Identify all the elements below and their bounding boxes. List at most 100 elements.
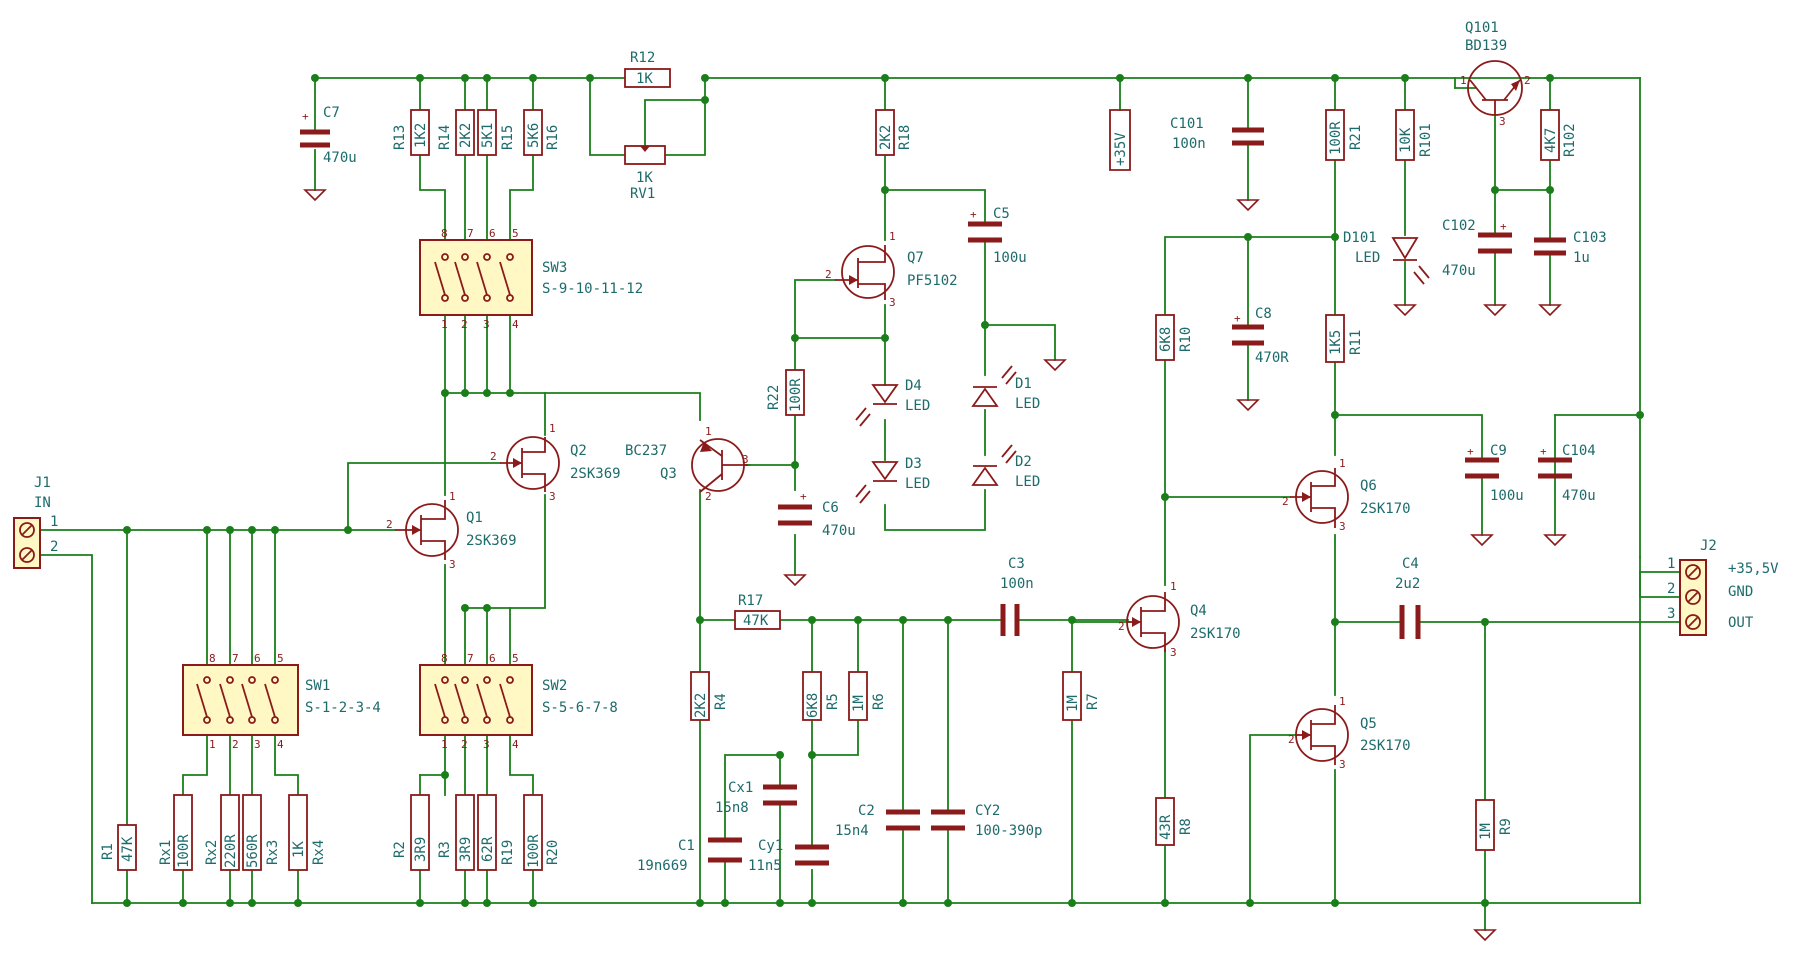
cap-c1 [708, 837, 742, 863]
label-r18: R18 [897, 125, 913, 150]
label-c8: C8 [1255, 306, 1272, 322]
labels: C7 470u R13 1K2 R14 2K2 R15 5K1 R16 5K6 … [34, 20, 1779, 874]
svg-text:8: 8 [441, 227, 448, 240]
wires [39, 77, 1681, 931]
svg-text:1: 1 [441, 318, 448, 331]
value-c1: 19n669 [637, 858, 688, 874]
jfet-q2 [500, 436, 560, 492]
svg-text:3: 3 [1499, 115, 1506, 128]
value-cx1: 15n8 [715, 800, 749, 816]
label-c3: C3 [1008, 556, 1025, 572]
label-r4: R4 [713, 693, 729, 710]
svg-text:+: + [800, 490, 807, 503]
jfet-q6 [1290, 468, 1349, 528]
power-label-box [1109, 109, 1131, 171]
svg-text:3: 3 [449, 558, 456, 571]
value-r12: 1K [636, 71, 653, 87]
label-sw3: SW3 [542, 260, 567, 276]
svg-text:3: 3 [483, 738, 490, 751]
value-c5: 100u [993, 250, 1027, 266]
label-bc237: BC237 [625, 443, 667, 459]
value-j1: IN [34, 495, 51, 511]
svg-text:2: 2 [825, 268, 832, 281]
jfet-q5 [1295, 705, 1349, 765]
value-d2: LED [1015, 474, 1040, 490]
value-sw1: S-1-2-3-4 [305, 700, 381, 716]
value-rx2: 220R [223, 834, 239, 868]
cap-c102 [1478, 232, 1512, 254]
resistor-rx2 [220, 794, 240, 871]
value-r14: 2K2 [458, 123, 474, 148]
label-j2-pin1: +35,5V [1728, 561, 1779, 577]
cap-c3 [1000, 604, 1020, 636]
value-c101: 100n [1172, 136, 1206, 152]
label-d101: D101 [1343, 230, 1377, 246]
resistor-r6 [848, 671, 868, 721]
label-cx1: Cx1 [728, 780, 753, 796]
value-c2: 15n4 [835, 823, 869, 839]
jfet-q7 [835, 245, 895, 300]
label-cy2: CY2 [975, 803, 1000, 819]
value-q7: PF5102 [907, 273, 958, 289]
svg-text:+: + [1500, 220, 1507, 233]
svg-text:3: 3 [1170, 646, 1177, 659]
label-q3: Q3 [660, 466, 677, 482]
value-r17: 47K [743, 613, 769, 629]
grounds [303, 189, 1567, 942]
label-d3: D3 [905, 456, 922, 472]
svg-text:1: 1 [1460, 74, 1467, 87]
resistor-r11 [1325, 314, 1345, 363]
resistor-r20 [523, 794, 543, 871]
svg-text:2: 2 [490, 450, 497, 463]
resistor-r7 [1062, 671, 1082, 721]
svg-text:3: 3 [1667, 606, 1675, 622]
label-r19: R19 [500, 840, 516, 865]
label-r17: R17 [738, 593, 763, 609]
svg-text:2: 2 [461, 738, 468, 751]
label-rx1: Rx1 [158, 840, 174, 865]
label-j2: J2 [1700, 538, 1717, 554]
resistor-r9 [1475, 799, 1495, 851]
svg-text:4: 4 [512, 318, 519, 331]
label-r2: R2 [392, 841, 408, 858]
cap-c103 [1534, 237, 1566, 256]
value-r7: 1M [1065, 695, 1081, 712]
svg-text:2: 2 [386, 518, 393, 531]
resistor-rx1 [173, 794, 193, 871]
transistors [395, 60, 1523, 765]
connectors [13, 109, 1707, 636]
bjt-q101 [1467, 60, 1523, 116]
label-c4: C4 [1402, 556, 1419, 572]
resistor-r2 [410, 794, 430, 871]
value-q1: 2SK369 [466, 533, 517, 549]
value-rx3: 560R [245, 834, 261, 868]
label-r15: R15 [500, 125, 516, 150]
value-cy1: 11n5 [748, 858, 782, 874]
label-r20: R20 [545, 840, 561, 865]
value-r22: 100R [788, 378, 804, 412]
svg-text:5: 5 [277, 652, 284, 665]
value-c3: 100n [1000, 576, 1034, 592]
svg-text:3: 3 [549, 490, 556, 503]
value-r2: 3R9 [413, 837, 429, 862]
label-r1: R1 [100, 843, 116, 860]
resistor-rx4 [288, 794, 308, 871]
resistor-r102 [1540, 109, 1560, 161]
value-d3: LED [905, 476, 930, 492]
connector-j1 [13, 517, 41, 569]
svg-text:6: 6 [489, 652, 496, 665]
resistor-r10 [1155, 314, 1175, 361]
value-d101: LED [1355, 250, 1380, 266]
svg-text:2: 2 [1282, 495, 1289, 508]
value-rv1: 1K [636, 170, 653, 186]
resistor-r101 [1395, 109, 1415, 161]
led-d101 [1391, 237, 1430, 285]
svg-text:1: 1 [50, 514, 58, 530]
switches [182, 239, 533, 736]
label-q6: Q6 [1360, 478, 1377, 494]
label-r22: R22 [766, 385, 782, 410]
value-c102: 470u [1442, 263, 1476, 279]
resistor-r18 [875, 109, 895, 156]
svg-text:2: 2 [705, 490, 712, 503]
svg-text:3: 3 [1339, 520, 1346, 533]
